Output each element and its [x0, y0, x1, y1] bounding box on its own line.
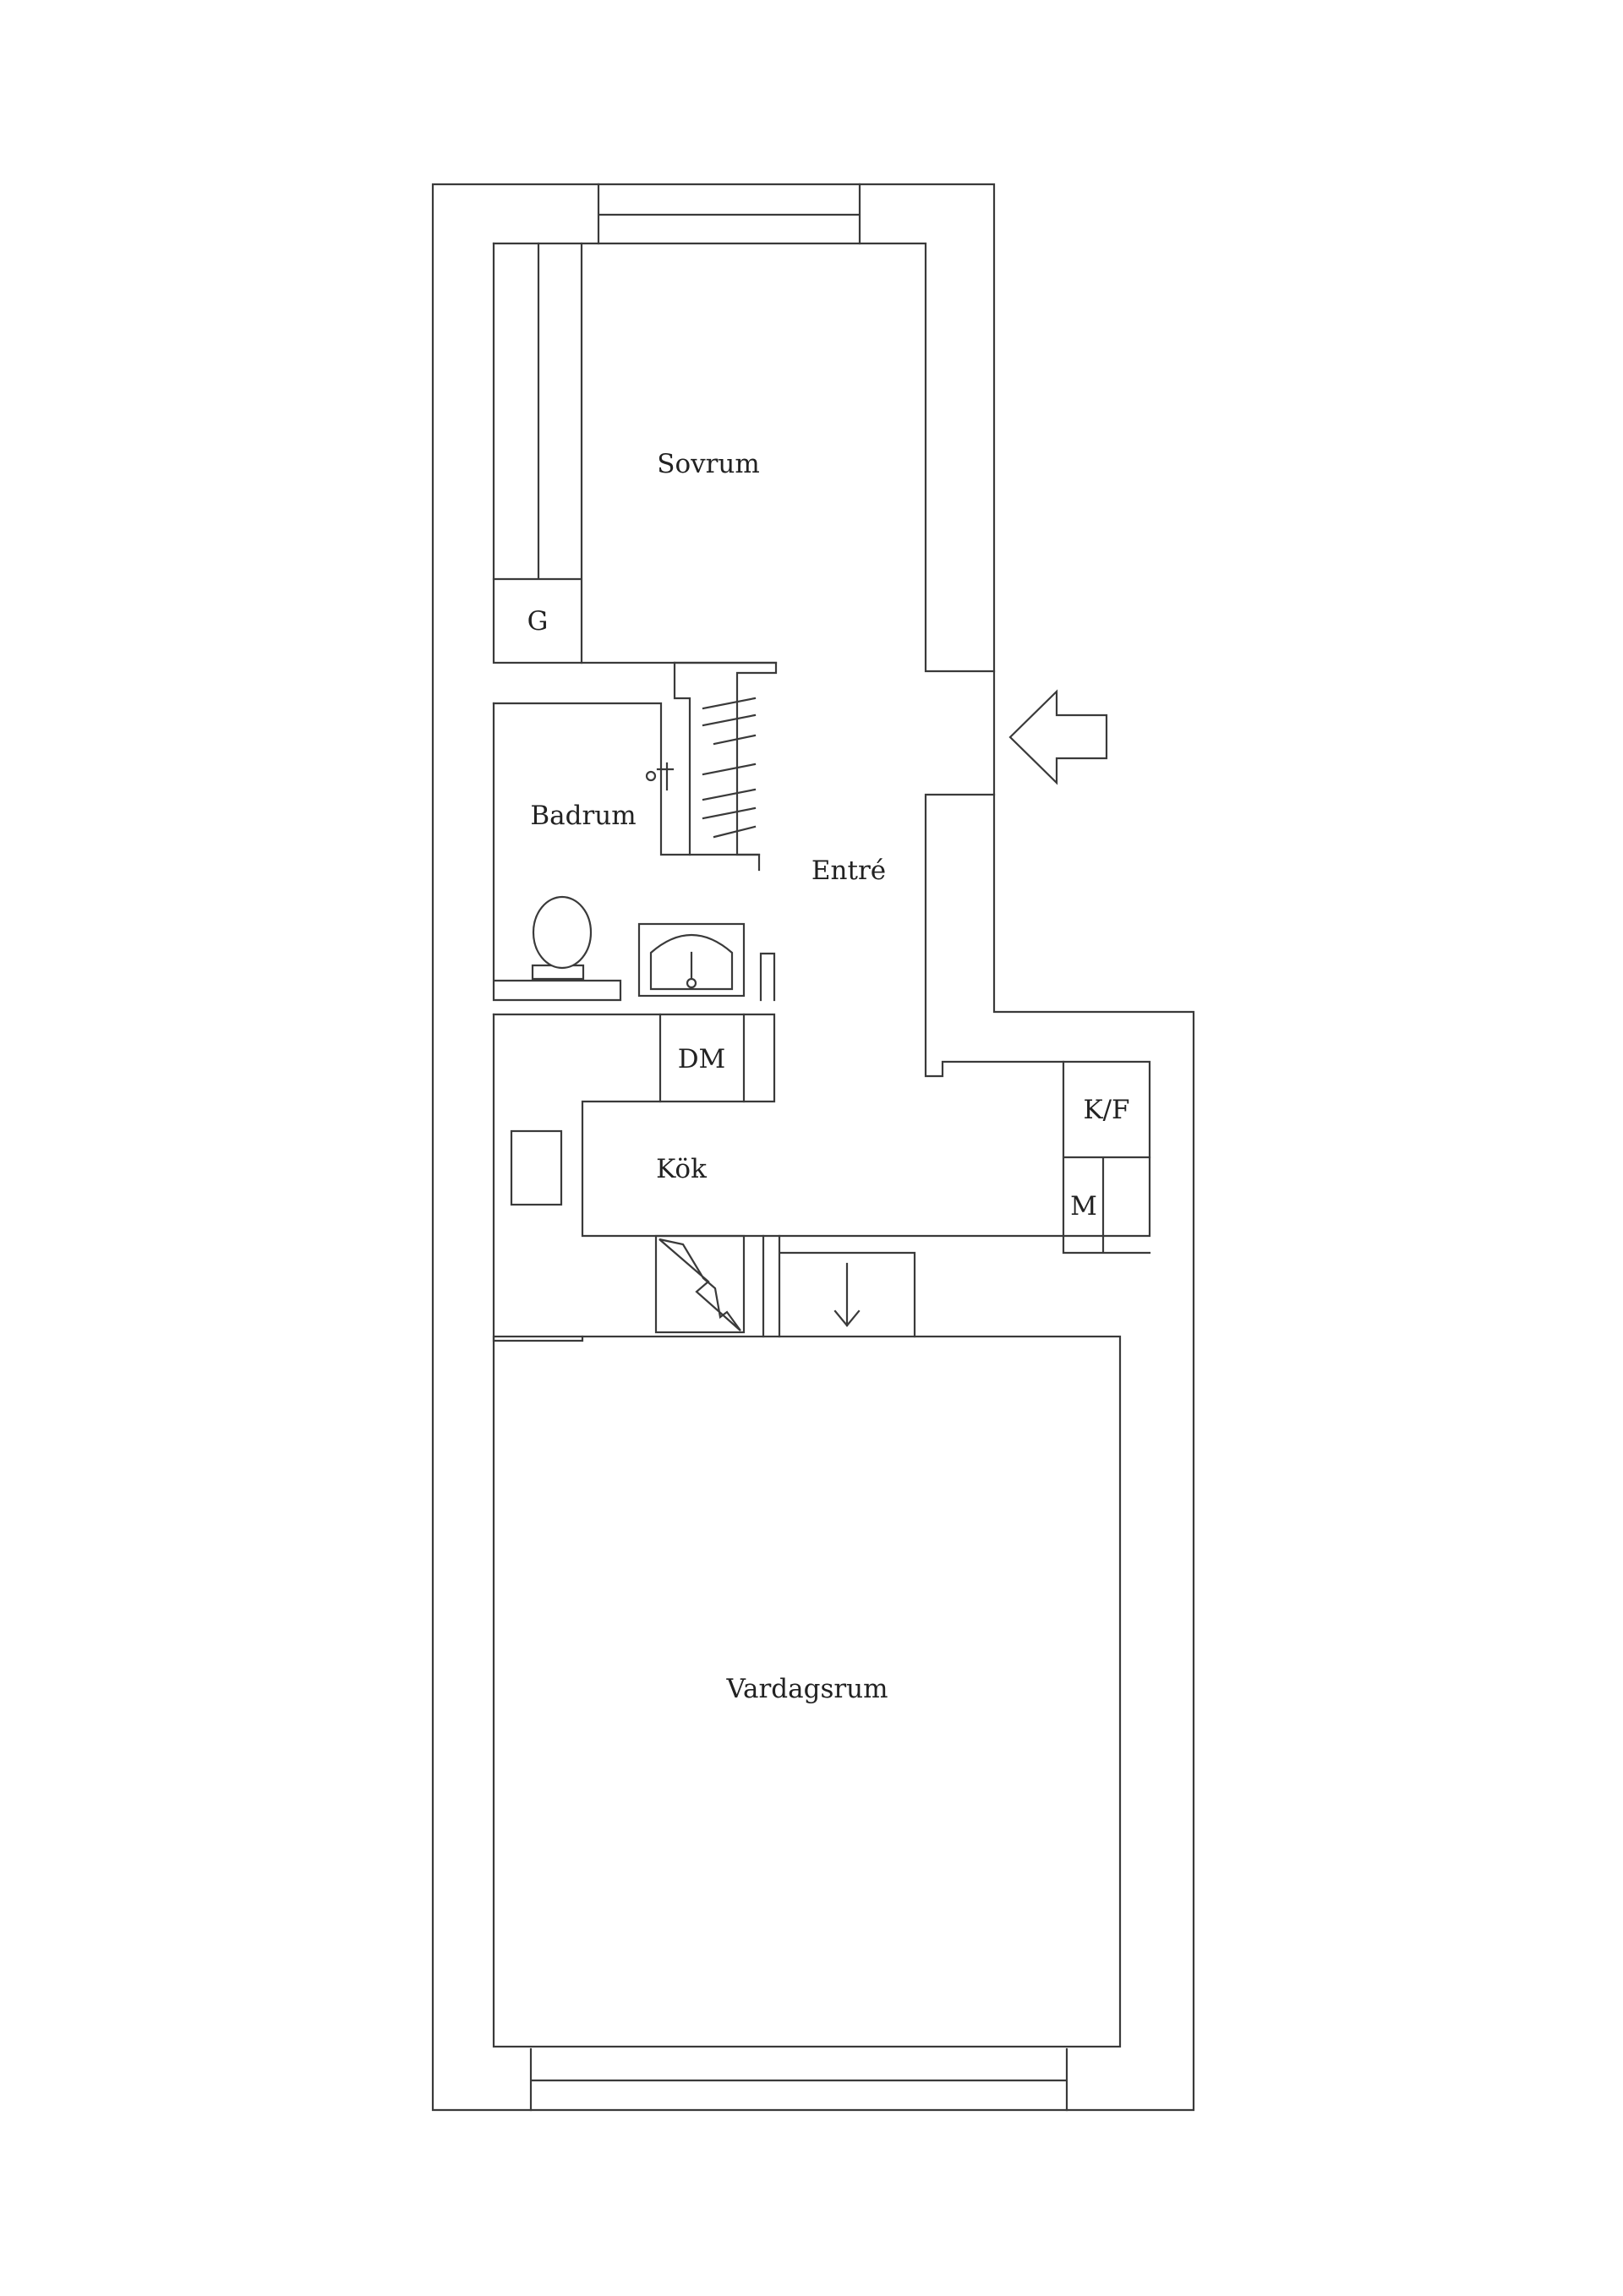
bathroom-walls: [492, 702, 761, 1002]
shower-fixture-icon: [645, 762, 675, 791]
room-label-kok: Kök: [656, 1154, 707, 1184]
room-label-kf: K/F: [1083, 1095, 1129, 1125]
fridge-freezer-unit: [1062, 1060, 1151, 1255]
room-label-m: M: [1070, 1191, 1097, 1222]
room-label-entre: Entré: [812, 856, 886, 886]
electric-panel-icon: [654, 1234, 746, 1334]
ventilation-arrow-icon: [833, 1262, 861, 1327]
living-room-walls: [492, 1335, 1122, 2048]
toilet-icon: [531, 895, 593, 981]
kitchen-island: [510, 1129, 563, 1206]
outer-wall: [431, 183, 1195, 2112]
wardrobe: [492, 242, 583, 664]
bathroom-partition: [759, 952, 776, 1002]
kitchen-walls: [492, 793, 1151, 1342]
room-label-vardagsrum: Vardagsrum: [725, 1674, 888, 1704]
room-label-dm: DM: [678, 1044, 726, 1074]
window-bottom: [529, 2047, 1068, 2112]
room-label-garderob: G: [527, 606, 549, 637]
room-label-badrum: Badrum: [530, 801, 636, 831]
room-label-sovrum: Sovrum: [657, 449, 760, 479]
dishwasher-unit: [658, 1013, 746, 1103]
entrance-arrow-icon: [1008, 689, 1108, 785]
sink-icon: [637, 922, 746, 998]
shower-unit: [673, 661, 778, 856]
ventilation-shaft: [762, 1234, 916, 1338]
window-top: [597, 183, 861, 245]
